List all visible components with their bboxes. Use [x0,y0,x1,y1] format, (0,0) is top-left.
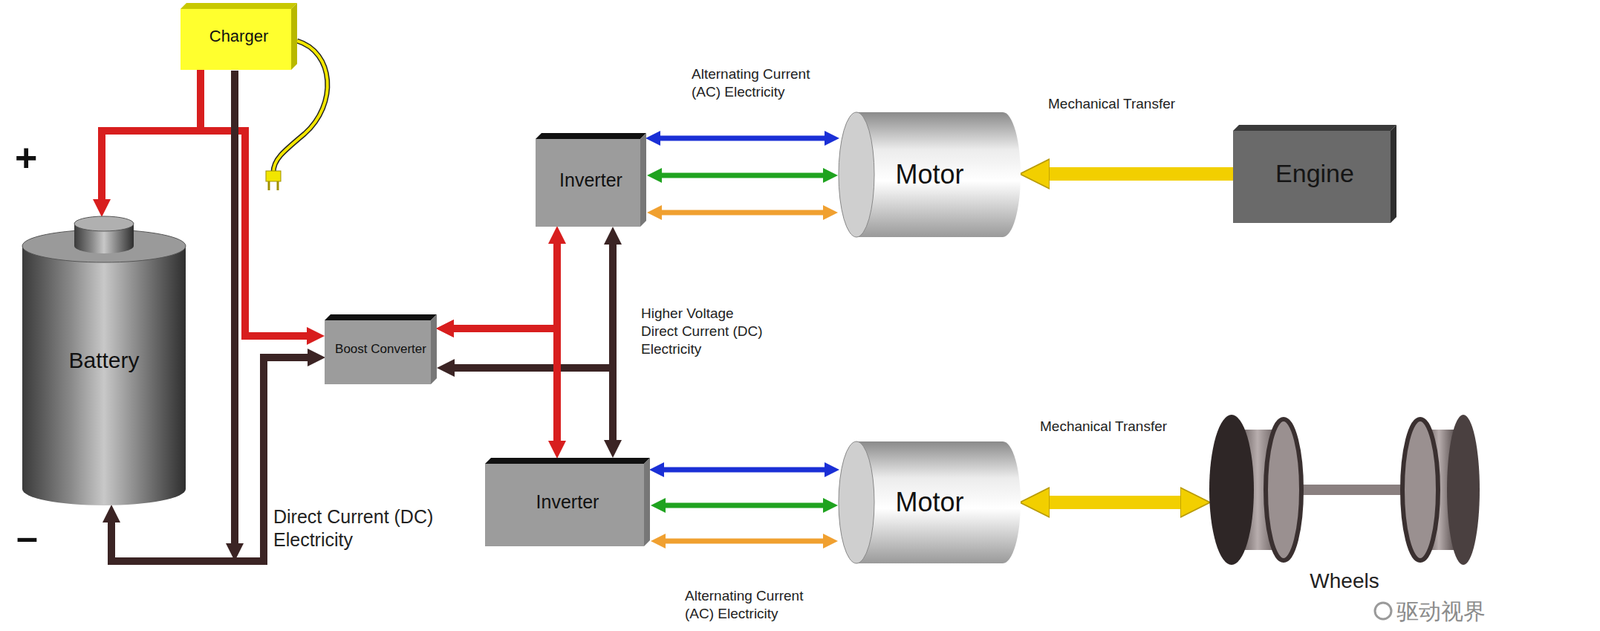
inverter-box: Inverter [535,132,647,227]
node-label: Inverter [536,490,600,513]
transfer-label: Mechanical Transfer [1039,417,1211,436]
charger-plug [265,170,281,182]
negative-wire [231,70,239,543]
node-label: Battery [68,347,139,374]
ac-phase [665,502,824,509]
ac-phase [661,210,824,216]
node-label: Motor [895,486,964,517]
connector-arrow [1049,495,1181,509]
boost-converter-box: Boost Converter [324,314,437,385]
node-label: Charger [209,26,269,46]
plug-pin [268,181,271,191]
inverter-box: Inverter [485,457,650,546]
ac-phase [665,538,824,544]
node-label: Boost Converter [335,341,427,357]
connector-arrow [660,135,825,142]
charger-box: Charger [180,2,298,70]
watermark-icon [1374,602,1392,619]
current-label: Alternating Current (AC) Electricity [691,65,841,102]
wheels-axle: Wheels [1209,408,1480,595]
connector-arrow [453,243,558,329]
current-label: Alternating Current (AC) Electricity [684,586,834,623]
wheels-axle-outline [1209,408,1480,595]
plug-pin [277,181,280,191]
engine-box: Engine [1233,124,1397,223]
negative-bus [454,363,613,372]
connector-arrow [101,69,201,200]
battery-cylinder: Battery [22,216,186,506]
polarity-sign: – [16,512,54,561]
node-label: Engine [1275,158,1355,188]
current-label: Higher Voltage Direct Current (DC) Elect… [641,304,768,358]
connector-arrow [1049,167,1234,181]
connector-arrow [453,328,558,441]
node-label: Inverter [559,169,623,191]
motor-cylinder: Motor [838,441,1021,564]
node-label: Motor [895,158,964,190]
polarity-sign: + [14,133,52,182]
positive-wire [199,130,307,336]
node-label: Wheels [1309,568,1379,593]
ac-phase [661,173,824,179]
negative-bus [609,244,617,440]
transfer-label: Mechanical Transfer [1048,95,1219,113]
motor-cylinder: Motor [838,112,1021,237]
connector-arrow [664,467,825,473]
current-label: Direct Current (DC) Electricity [273,505,452,552]
watermark: 驱动视界 [1396,597,1508,626]
